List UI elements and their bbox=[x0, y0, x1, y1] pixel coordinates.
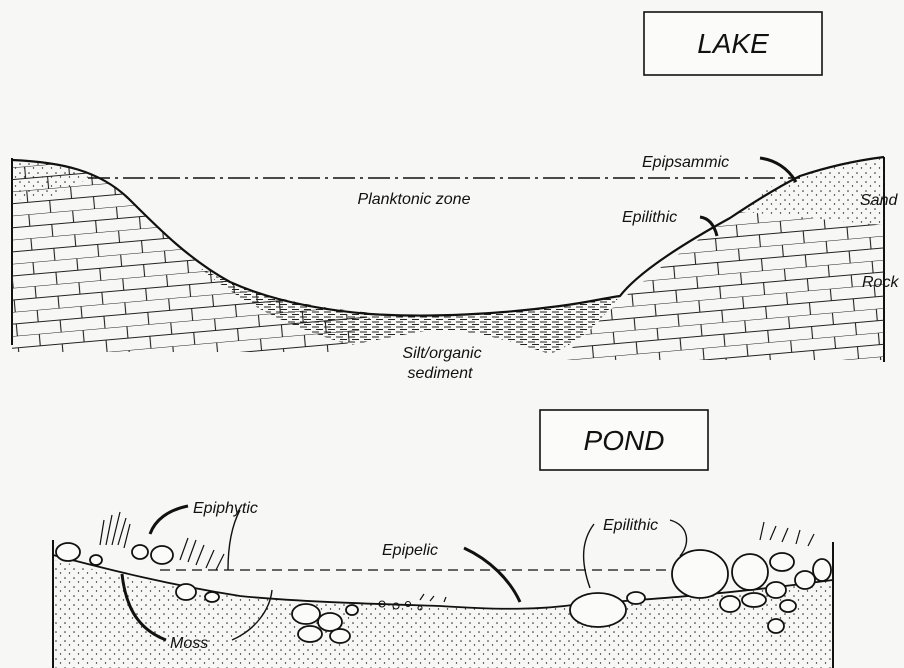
lake-sand-label: Sand bbox=[860, 192, 898, 209]
lake-sediment-label-line2: sediment bbox=[408, 365, 473, 382]
lake-planktonic-label: Planktonic zone bbox=[358, 191, 471, 208]
lake-rock-label: Rock bbox=[862, 274, 899, 291]
lake-sediment-label-line1: Silt/organic bbox=[402, 345, 481, 362]
pond-epiphytic-pointer-2 bbox=[228, 510, 240, 570]
pond-epipelic-pointer bbox=[464, 548, 520, 602]
pond-epipelic-label: Epipelic bbox=[382, 542, 438, 559]
lake-title: LAKE bbox=[697, 28, 769, 59]
pond-title: POND bbox=[584, 425, 665, 456]
pond-epilithic-pointer-left bbox=[584, 524, 594, 588]
lake-epipsammic-label: Epipsammic bbox=[642, 154, 729, 171]
pond-epilithic-pointer-right bbox=[670, 520, 687, 556]
pond-section: POND bbox=[53, 410, 833, 668]
pond-epiphytic-pointer bbox=[150, 506, 188, 534]
lake-epilithic-label: Epilithic bbox=[622, 209, 677, 226]
pond-moss-label: Moss bbox=[170, 635, 208, 652]
lake-section: LAKE Planktonic zone Epipsammic Epilithi… bbox=[12, 12, 899, 382]
pond-epiphytic-label: Epiphytic bbox=[193, 500, 258, 517]
lake-right-rock bbox=[560, 212, 884, 360]
pond-epilithic-label: Epilithic bbox=[603, 517, 658, 534]
